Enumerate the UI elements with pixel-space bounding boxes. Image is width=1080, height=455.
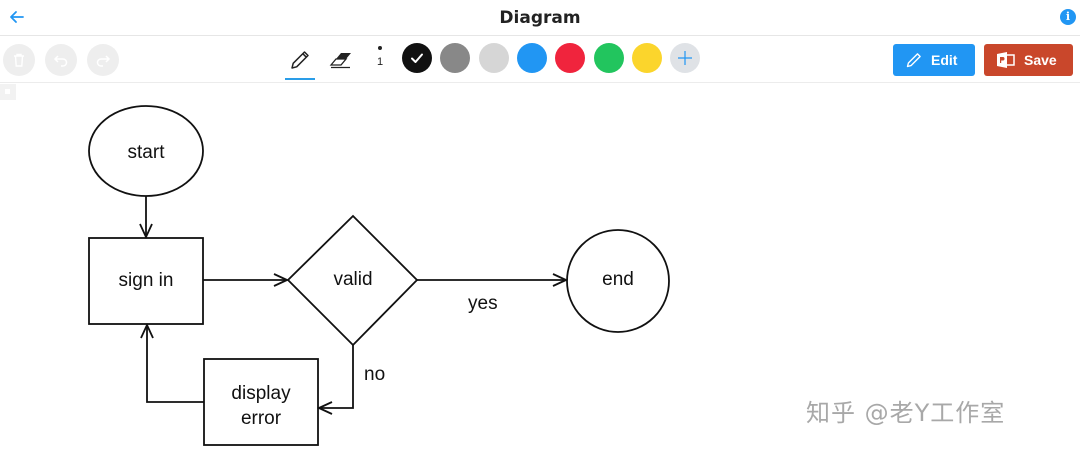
- drawing-toolbar: 1 Edit Save: [0, 37, 1080, 83]
- save-button[interactable]: Save: [984, 44, 1073, 76]
- trash-icon: [14, 53, 24, 67]
- page-title: Diagram: [499, 8, 581, 28]
- color-swatch-red[interactable]: [555, 43, 586, 73]
- pen-size-dot: [378, 46, 382, 50]
- info-button[interactable]: i: [1060, 9, 1076, 25]
- node-display-error[interactable]: display error: [203, 358, 319, 446]
- diagram-canvas[interactable]: start sign in valid end display error ye…: [0, 84, 1080, 455]
- plus-icon: [678, 51, 692, 65]
- pencil-icon: [291, 51, 309, 69]
- color-swatch-black[interactable]: [402, 43, 432, 73]
- pen-size-indicator[interactable]: 1: [372, 46, 388, 76]
- undo-icon: [53, 55, 68, 67]
- node-display-error-label-line1: display: [231, 383, 291, 404]
- office-doc-icon: [997, 52, 1015, 68]
- redo-button[interactable]: [87, 44, 119, 76]
- sign-in-box: [88, 237, 204, 325]
- save-button-label: Save: [1024, 52, 1057, 68]
- node-end-label: end: [602, 269, 634, 290]
- arrow-left-icon: [10, 11, 24, 23]
- pen-size-value: 1: [376, 56, 384, 68]
- title-bar: Diagram i: [0, 0, 1080, 36]
- back-button[interactable]: [6, 6, 28, 28]
- display-error-box: [203, 358, 319, 446]
- color-swatch-green[interactable]: [593, 43, 624, 73]
- color-swatch-blue[interactable]: [516, 43, 547, 73]
- node-end[interactable]: end: [566, 229, 670, 333]
- pencil-icon: [906, 53, 921, 68]
- edge-display-error-to-sign-in: [147, 325, 204, 403]
- color-swatch-yellow[interactable]: [631, 43, 662, 73]
- node-valid-label: valid: [333, 269, 372, 290]
- redo-icon: [96, 55, 111, 67]
- node-sign-in[interactable]: sign in: [88, 237, 204, 325]
- undo-button[interactable]: [45, 44, 77, 76]
- edge-label-no: no: [364, 364, 385, 385]
- watermark: 知乎 @老Y工作室: [806, 399, 1006, 427]
- eraser-icon: [329, 53, 351, 69]
- canvas-corner-handle[interactable]: [0, 84, 16, 100]
- node-valid[interactable]: valid: [286, 214, 419, 347]
- node-sign-in-label: sign in: [119, 270, 174, 291]
- edge-valid-to-display-error: [319, 345, 354, 408]
- eraser-tool[interactable]: [326, 45, 356, 75]
- node-display-error-label-line2: error: [241, 408, 282, 429]
- edit-button-label: Edit: [931, 52, 958, 68]
- node-start[interactable]: start: [88, 105, 204, 197]
- color-swatch-gray[interactable]: [440, 43, 471, 73]
- check-icon: [411, 53, 423, 63]
- edit-button[interactable]: Edit: [893, 44, 975, 76]
- node-start-label: start: [128, 142, 166, 163]
- delete-button[interactable]: [3, 44, 35, 76]
- pen-tool[interactable]: [285, 45, 315, 80]
- edge-label-yes: yes: [468, 293, 498, 314]
- info-icon: i: [1065, 10, 1071, 23]
- add-color-button[interactable]: [670, 43, 700, 73]
- color-swatch-light-gray[interactable]: [478, 43, 509, 73]
